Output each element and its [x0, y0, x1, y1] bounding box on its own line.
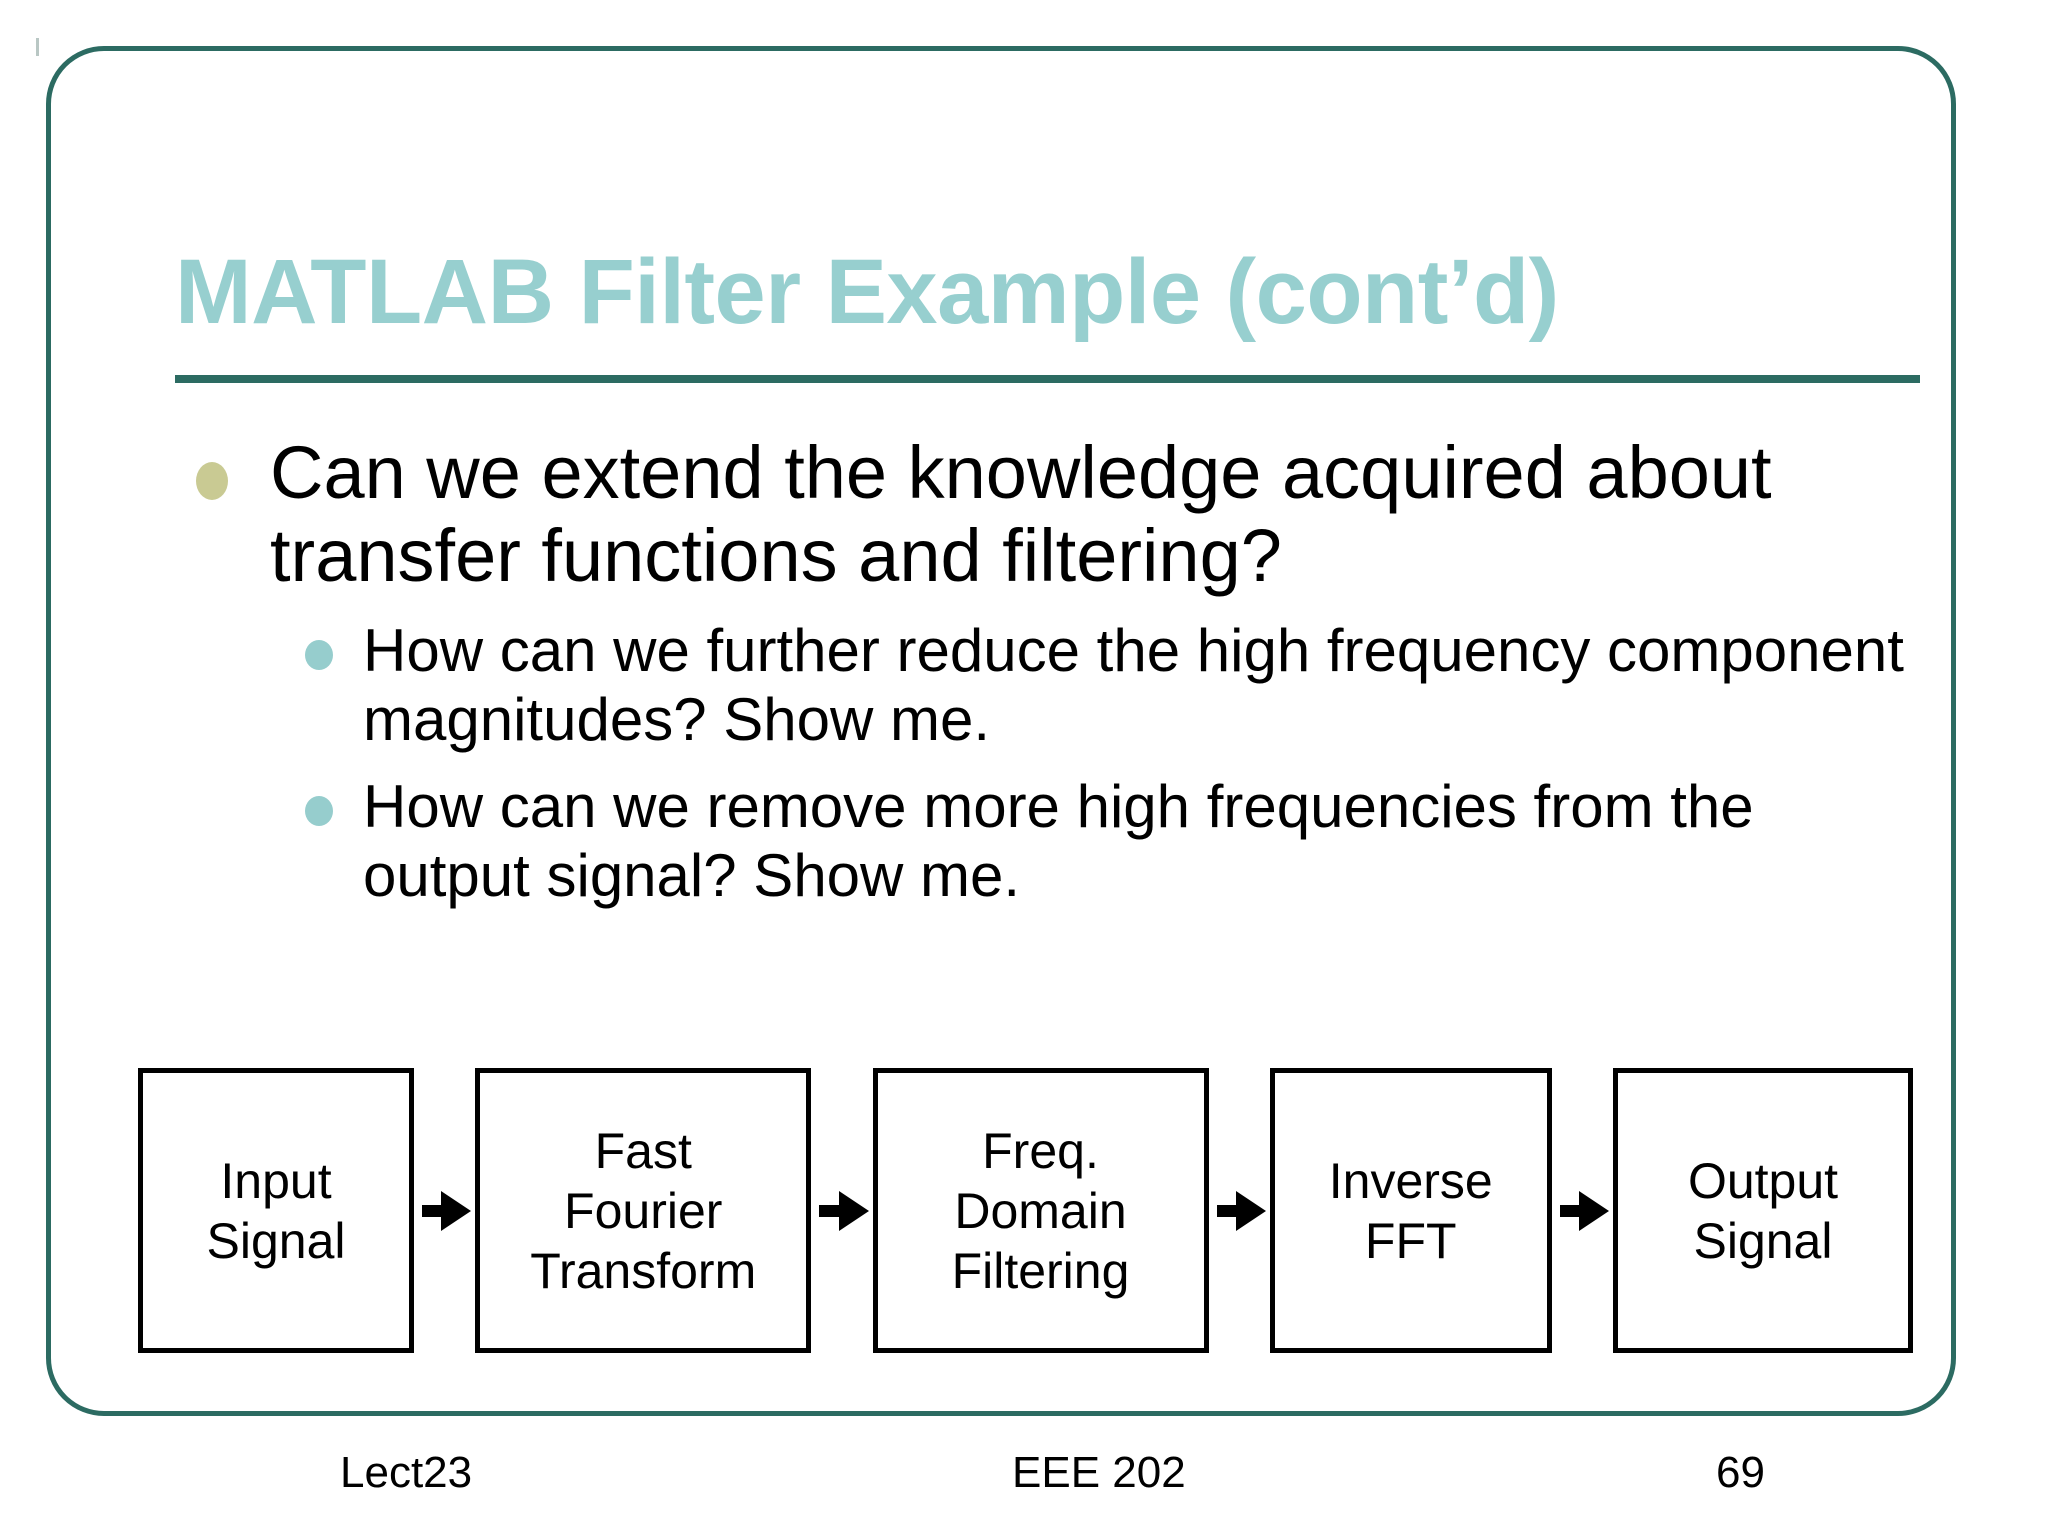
slide-body: Can we extend the knowledge acquired abo… [0, 431, 2048, 910]
bullet-text: Can we extend the knowledge acquired abo… [270, 431, 1772, 597]
title-underline-rule [175, 375, 1920, 383]
arrow-right-icon [811, 1068, 872, 1353]
flow-box-inverse-fft: Inverse FFT [1269, 1068, 1552, 1353]
arrow-shaft [1559, 1204, 1585, 1217]
arrow-right-icon [414, 1068, 475, 1353]
signal-processing-flowchart: Input Signal Fast Fourier Transform Freq… [138, 1068, 1913, 1353]
bullet-dot-icon [305, 639, 333, 670]
flow-box-fast-fourier-transform: Fast Fourier Transform [475, 1068, 812, 1353]
slide-footer: Lect23 EEE 202 69 [0, 1448, 2048, 1518]
arrow-head [838, 1190, 869, 1231]
arrow-shaft [422, 1204, 448, 1217]
footer-lecture-label: Lect23 [340, 1448, 473, 1497]
arrow-head [1235, 1190, 1266, 1231]
arrow-head [441, 1190, 472, 1231]
bullet-text: How can we further reduce the high frequ… [363, 616, 1904, 753]
footer-page-number: 69 [1716, 1448, 1765, 1497]
bullet-text: How can we remove more high frequencies … [363, 772, 1754, 909]
flow-box-input-signal: Input Signal [138, 1068, 414, 1353]
arrow-right-icon [1552, 1068, 1613, 1353]
arrow-head [1579, 1190, 1609, 1231]
bullet-dot-icon [305, 795, 333, 826]
flow-box-freq-domain-filtering: Freq. Domain Filtering [872, 1068, 1209, 1353]
bullet-item-level2: How can we remove more high frequencies … [0, 772, 2048, 910]
slide-border-frame [46, 46, 1956, 1416]
arrow-shaft [1216, 1204, 1242, 1217]
bullet-item-level1: Can we extend the knowledge acquired abo… [0, 431, 2048, 598]
bullet-dot-icon [196, 462, 228, 500]
title-block: MATLAB Filter Example (cont’d) [175, 246, 1925, 338]
arrow-right-icon [1209, 1068, 1270, 1353]
footer-course-label: EEE 202 [1012, 1448, 1186, 1497]
flow-box-output-signal: Output Signal [1613, 1068, 1913, 1353]
bullet-item-level2: How can we further reduce the high frequ… [0, 616, 2048, 754]
arrow-shaft [819, 1204, 845, 1217]
page-title: MATLAB Filter Example (cont’d) [175, 241, 1559, 343]
corner-tick-mark [36, 38, 39, 56]
